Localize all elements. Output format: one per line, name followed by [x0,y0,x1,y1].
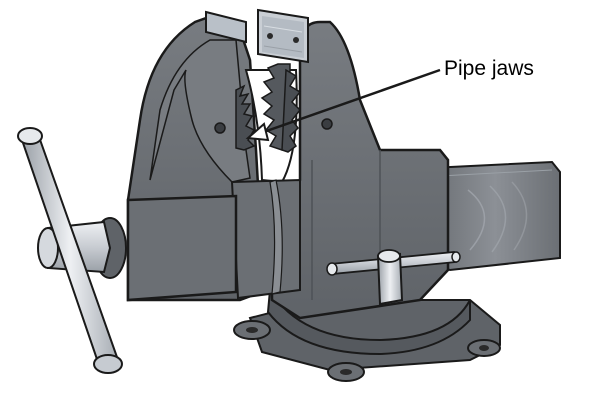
anvil [429,160,561,272]
jaw-plates [205,8,309,64]
callout-arrow [245,68,441,142]
swivel-lock-handle [326,249,461,306]
front-jaw-block [126,194,238,302]
pipe-jaws [235,63,302,153]
swivel-base [233,286,501,382]
vise-handle [17,127,123,374]
slide-bar [230,178,301,300]
callout-label-pipe-jaws: Pipe jaws [444,57,534,80]
